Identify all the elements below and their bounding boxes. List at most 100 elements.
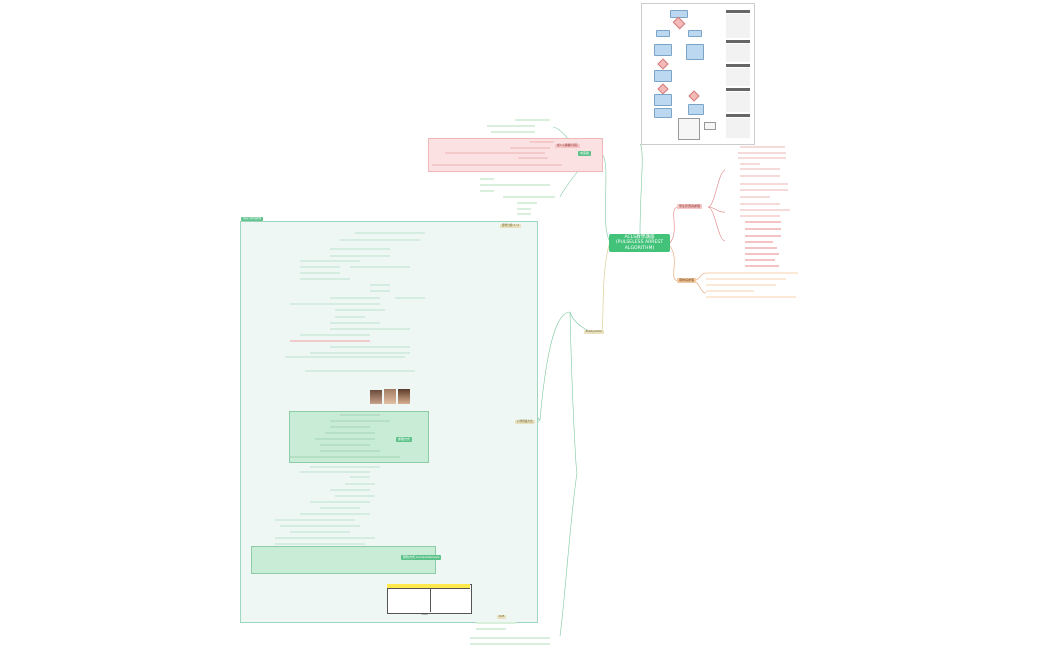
node-row xyxy=(740,163,760,165)
node-row xyxy=(330,248,390,250)
node-row xyxy=(745,259,775,261)
node-row xyxy=(330,346,410,348)
branch-top[interactable]: 中英版 xyxy=(578,151,592,156)
node-row xyxy=(517,213,531,215)
flow-step xyxy=(688,104,704,115)
node-row xyxy=(300,334,370,336)
node-row xyxy=(320,450,380,452)
node-row xyxy=(275,519,355,521)
node-row xyxy=(480,184,550,186)
flow-note xyxy=(678,118,700,140)
table-header xyxy=(387,584,470,589)
node-row xyxy=(325,432,375,434)
node-row xyxy=(330,489,370,491)
flow-step xyxy=(654,108,672,118)
flow-side-header xyxy=(726,114,750,117)
node-row xyxy=(706,296,796,298)
flow-step xyxy=(654,94,672,106)
node-row xyxy=(300,266,340,268)
table-title: Table xyxy=(421,613,428,616)
node-row xyxy=(510,147,550,149)
branch-left[interactable]: Bradycardia xyxy=(584,330,604,334)
node-row xyxy=(305,370,415,372)
branch-red-top[interactable]: 成人心跳驟停流程 xyxy=(555,144,580,148)
central-title: ACLS教學講座 xyxy=(624,234,655,240)
node-row xyxy=(355,232,425,234)
prevention-panel-label[interactable]: 預防方式 Comprehensive xyxy=(401,555,442,560)
flow-step xyxy=(688,30,702,37)
node-row xyxy=(740,146,785,148)
node-row xyxy=(335,309,385,311)
node-row xyxy=(330,322,380,324)
node-row xyxy=(706,278,786,280)
node-row xyxy=(300,513,370,515)
flow-decision xyxy=(672,16,686,30)
flow-step xyxy=(656,30,670,37)
node-row xyxy=(745,221,781,223)
node-row xyxy=(290,456,400,458)
flow-side-text xyxy=(726,118,750,138)
node-row xyxy=(335,316,365,318)
subtopic-label[interactable]: 節律分類 1 / 2 xyxy=(500,224,522,228)
flow-decision xyxy=(657,83,669,95)
node-row xyxy=(320,444,370,446)
node-row xyxy=(530,141,554,143)
flow-note xyxy=(704,122,716,130)
node-row xyxy=(740,175,780,177)
branch-right-orange[interactable]: 藥物與處理 xyxy=(677,278,697,283)
flowchart-image xyxy=(641,3,755,145)
flow-step xyxy=(654,70,672,82)
node-row xyxy=(491,131,535,133)
node-row xyxy=(470,637,550,639)
flow-step xyxy=(686,44,704,60)
node-row xyxy=(470,643,550,645)
content-panel-label[interactable]: 原因分析與處理 xyxy=(241,217,264,221)
flow-side-text xyxy=(726,68,750,86)
node-row xyxy=(745,265,779,267)
node-row xyxy=(476,622,516,624)
node-row xyxy=(745,235,781,237)
node-row xyxy=(480,190,494,192)
treatment-panel-label[interactable]: 處理方式 xyxy=(396,437,413,442)
red-subtopic-panel xyxy=(428,138,603,172)
node-row xyxy=(345,483,375,485)
node-row xyxy=(445,152,545,154)
node-row xyxy=(330,426,370,428)
ecg-photo-icon-2 xyxy=(384,389,396,404)
node-row xyxy=(290,303,380,305)
node-row xyxy=(300,272,340,274)
branch-right-red[interactable]: 發生原因與處理 xyxy=(677,204,703,209)
node-row xyxy=(432,164,562,166)
branch-bottom[interactable]: RU5 xyxy=(497,615,507,619)
node-row xyxy=(480,178,494,180)
node-row xyxy=(518,157,548,159)
node-row xyxy=(515,119,550,121)
node-row xyxy=(740,203,780,205)
flow-decision xyxy=(657,58,669,70)
node-row xyxy=(738,157,786,159)
node-row xyxy=(300,471,370,473)
ecg-photo-icon-1 xyxy=(370,390,382,404)
central-topic[interactable]: ACLS教學講座 (PULSELESS ARREST ALGORITHM) xyxy=(609,234,670,252)
node-row xyxy=(487,125,535,127)
flow-side-text xyxy=(726,92,750,112)
node-row xyxy=(370,290,390,292)
node-row xyxy=(300,260,360,262)
node-row xyxy=(740,189,788,191)
node-row xyxy=(290,531,350,533)
node-row xyxy=(503,196,555,198)
node-row xyxy=(335,495,375,497)
subtopic-label[interactable]: 心律辨識方法 xyxy=(515,420,535,424)
prevention-panel xyxy=(251,546,436,574)
central-subtitle: (PULSELESS ARREST ALGORITHM) xyxy=(615,240,664,251)
node-row xyxy=(280,525,360,527)
flow-side-header xyxy=(726,40,750,43)
node-row xyxy=(745,253,779,255)
flow-side-header xyxy=(726,10,750,13)
node-row xyxy=(740,168,780,170)
table-divider xyxy=(430,588,431,612)
node-row xyxy=(517,208,531,210)
node-row xyxy=(350,266,410,268)
ecg-photo-icon-3 xyxy=(398,389,410,404)
node-row xyxy=(285,356,405,358)
